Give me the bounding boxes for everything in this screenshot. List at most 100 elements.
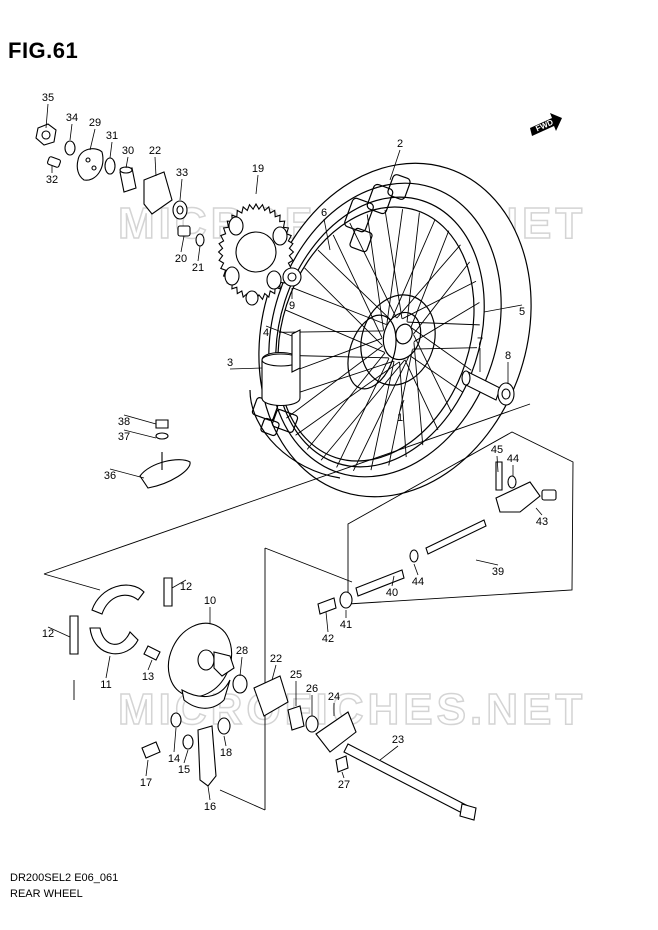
leader-line-2 xyxy=(389,149,401,181)
leader-line-22 xyxy=(271,664,277,681)
part-label-22: 22 xyxy=(149,145,161,157)
spoke xyxy=(407,321,480,326)
leader-line-1 xyxy=(399,399,405,412)
figure-name: REAR WHEEL xyxy=(10,888,83,900)
leader-line-35 xyxy=(45,103,49,129)
leader-line-45 xyxy=(496,455,499,473)
part-label-38: 38 xyxy=(118,416,130,428)
leader-line-15 xyxy=(183,749,189,764)
spoke xyxy=(413,302,480,343)
part-label-43: 43 xyxy=(536,516,548,528)
fwd-arrow-icon: FWD xyxy=(530,113,562,136)
leader-line-38 xyxy=(123,414,157,425)
part-leader-lines xyxy=(45,103,543,801)
part-label-26: 26 xyxy=(306,683,318,695)
spoke xyxy=(332,234,383,339)
part-label-44: 44 xyxy=(412,576,424,588)
part-label-2: 2 xyxy=(397,138,403,150)
spoke xyxy=(402,280,477,320)
part-label-14: 14 xyxy=(168,753,180,765)
spoke xyxy=(304,267,383,346)
rim-lock-drawing xyxy=(139,419,191,489)
spoke xyxy=(295,361,400,436)
spoke xyxy=(413,334,452,413)
leader-line-44 xyxy=(413,563,419,576)
rear-wheel-drawing xyxy=(249,162,532,498)
leader-line-40 xyxy=(391,575,395,587)
part-label-27: 27 xyxy=(338,779,350,791)
part-label-18: 18 xyxy=(220,747,232,759)
part-label-35: 35 xyxy=(42,92,54,104)
leader-line-13 xyxy=(147,659,153,671)
part-label-8: 8 xyxy=(505,350,511,362)
part-label-25: 25 xyxy=(290,669,302,681)
spoke xyxy=(306,352,386,450)
leader-line-39 xyxy=(475,559,499,566)
part-label-34: 34 xyxy=(66,112,78,124)
spoke xyxy=(370,361,395,471)
part-label-23: 23 xyxy=(392,734,404,746)
part-label-5: 5 xyxy=(519,306,525,318)
spoke xyxy=(384,209,403,319)
part-label-3: 3 xyxy=(227,357,233,369)
axle-collar-drawing xyxy=(461,370,515,406)
assembly-guide-lines xyxy=(43,403,574,811)
leader-line-31 xyxy=(109,141,113,159)
spoke xyxy=(409,355,463,393)
spoke xyxy=(293,287,387,326)
part-label-7: 7 xyxy=(477,336,483,348)
leader-line-42 xyxy=(325,611,329,633)
leader-line-19 xyxy=(255,174,259,195)
part-label-9: 9 xyxy=(289,300,295,312)
spoke xyxy=(286,345,383,419)
spoke xyxy=(396,244,461,319)
leader-line-3 xyxy=(229,367,263,370)
part-label-36: 36 xyxy=(104,470,116,482)
rear-axle-drawing xyxy=(343,743,477,821)
leader-line-23 xyxy=(379,745,399,761)
spoke xyxy=(412,347,477,350)
spoke xyxy=(399,361,407,458)
part-label-45: 45 xyxy=(491,444,503,456)
part-label-24: 24 xyxy=(328,691,340,703)
leader-line-12 xyxy=(47,626,71,638)
part-label-16: 16 xyxy=(204,801,216,813)
leader-line-16 xyxy=(207,785,211,801)
figure-title: FIG.61 xyxy=(8,38,79,63)
leader-line-43 xyxy=(535,507,543,516)
part-label-28: 28 xyxy=(236,645,248,657)
spoke xyxy=(404,359,439,431)
part-label-20: 20 xyxy=(175,253,187,265)
leader-line-17 xyxy=(145,759,149,777)
part-label-42: 42 xyxy=(322,633,334,645)
part-label-4: 4 xyxy=(263,327,269,339)
figure-code: DR200SEL2 E06_061 xyxy=(10,872,119,884)
part-label-30: 30 xyxy=(122,145,134,157)
leader-line-34 xyxy=(69,123,73,141)
spoke xyxy=(366,214,385,331)
part-label-6: 6 xyxy=(321,207,327,219)
spoke xyxy=(349,222,397,319)
spoke xyxy=(336,357,390,468)
spoke xyxy=(413,261,470,335)
rim-band-drawing xyxy=(261,329,301,407)
leader-line-12 xyxy=(171,579,187,589)
spoke xyxy=(320,359,405,461)
leader-line-18 xyxy=(223,735,227,747)
leader-line-20 xyxy=(180,235,185,253)
chain-adjuster-drawing xyxy=(355,461,557,597)
spoke xyxy=(386,209,404,325)
spoke xyxy=(284,309,385,353)
leader-line-22 xyxy=(154,156,157,177)
leader-line-29 xyxy=(89,128,96,151)
part-label-12: 12 xyxy=(42,628,54,640)
leader-line-11 xyxy=(105,655,111,679)
spoke xyxy=(388,349,413,466)
part-label-21: 21 xyxy=(192,262,204,274)
part-label-22: 22 xyxy=(270,653,282,665)
leader-line-30 xyxy=(125,156,129,169)
leader-line-4 xyxy=(265,325,293,337)
part-label-29: 29 xyxy=(89,117,101,129)
brake-cam-lever-drawing xyxy=(141,712,231,787)
